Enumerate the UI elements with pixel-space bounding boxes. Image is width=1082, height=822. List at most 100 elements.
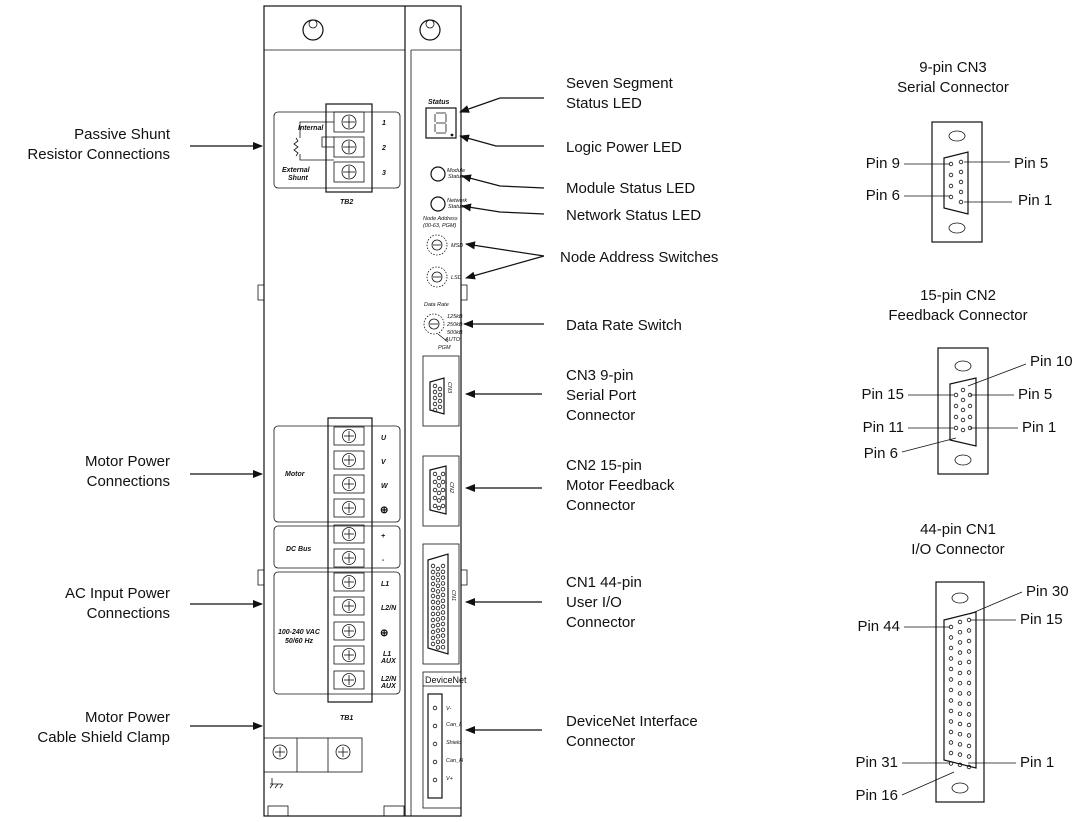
connector-pin xyxy=(957,752,963,757)
connector-pin xyxy=(957,650,963,655)
tb2-block: Internal External Shunt 1 2 3 TB2 xyxy=(273,103,401,206)
tb1-label: TB1 xyxy=(340,715,353,722)
svg-text:CN2: CN2 xyxy=(448,482,454,493)
connector-pin xyxy=(966,691,972,696)
connector-pin xyxy=(948,677,954,682)
svg-text:15-pin CN2: 15-pin CN2 xyxy=(920,287,996,304)
connector-pin xyxy=(440,616,446,621)
connector-pin xyxy=(436,475,442,481)
connector-pin xyxy=(432,759,438,765)
connector-pin xyxy=(440,503,446,509)
connector-pin xyxy=(430,611,436,617)
connector-pin xyxy=(440,633,446,638)
tb2-term-3: 3 xyxy=(382,170,386,177)
callout-cn2-1: CN2 15-pin xyxy=(566,457,642,474)
connector-pin xyxy=(958,199,964,205)
drive-chassis xyxy=(257,5,468,817)
connector-pin xyxy=(437,398,443,404)
term-l2aux-b: AUX xyxy=(380,683,397,690)
tb1-block: Motor DC Bus 100-240 VAC 50/60 Hz U V W … xyxy=(273,417,401,722)
mount-hole xyxy=(302,19,324,41)
cn1-connector-detail: 44-pin CN1 I/O Connector Pin 30 Pin 15 P… xyxy=(855,521,1068,804)
connector-pin xyxy=(435,622,441,628)
svg-text:Pin 6: Pin 6 xyxy=(866,187,900,204)
connector-pin xyxy=(435,611,441,616)
svg-text:Pin 1: Pin 1 xyxy=(1022,419,1056,436)
callout-ac-line2: Connections xyxy=(87,605,170,622)
term-ground2-icon: ⊕ xyxy=(380,628,388,639)
connector-pin xyxy=(430,617,436,623)
term-l1aux-a: L1 xyxy=(383,651,391,658)
dcbus-label: DC Bus xyxy=(286,546,311,553)
connector-pin xyxy=(435,572,441,577)
svg-text:Status: Status xyxy=(448,204,464,210)
connector-pin xyxy=(435,634,441,639)
connector-pin xyxy=(948,194,954,200)
callout-network-status: Network Status LED xyxy=(566,207,701,224)
connector-pin xyxy=(957,670,963,676)
msd-rotary-switch xyxy=(426,234,448,256)
connector-pin xyxy=(957,721,963,727)
connector-pin xyxy=(948,656,954,661)
svg-text:Pin 9: Pin 9 xyxy=(866,155,900,172)
svg-text:Pin 15: Pin 15 xyxy=(1020,611,1063,628)
connector-pin xyxy=(960,387,966,393)
callout-cn2-3: Connector xyxy=(566,497,635,514)
connector-pin xyxy=(432,395,438,401)
cn2-port xyxy=(422,455,460,527)
lsd-rotary-switch xyxy=(426,266,448,288)
connector-pin xyxy=(957,660,963,665)
connector-pin xyxy=(960,417,966,423)
callout-data-rate: Data Rate Switch xyxy=(566,317,682,334)
svg-text:9-pin CN3: 9-pin CN3 xyxy=(919,59,987,76)
connector-pin xyxy=(437,386,443,392)
connector-pin xyxy=(440,639,446,644)
svg-text:PGM: PGM xyxy=(438,345,451,351)
connector-pin xyxy=(432,777,438,783)
svg-text:AUTO: AUTO xyxy=(444,337,461,343)
seven-segment-display xyxy=(425,107,457,139)
svg-text:Serial Connector: Serial Connector xyxy=(897,79,1009,96)
svg-text:Can_H: Can_H xyxy=(446,758,463,764)
connector-pin xyxy=(440,587,446,592)
svg-text:Pin 10: Pin 10 xyxy=(1030,353,1073,370)
callout-cn3-2: Serial Port xyxy=(566,387,637,404)
connector-pin xyxy=(440,627,446,632)
svg-text:250kB: 250kB xyxy=(446,322,463,328)
external-label: External xyxy=(282,167,311,174)
svg-text:Pin 15: Pin 15 xyxy=(861,386,904,403)
connector-pin xyxy=(957,711,963,716)
connector-pin xyxy=(435,617,441,622)
connector-pin xyxy=(435,566,441,572)
connector-pin xyxy=(440,645,446,650)
left-callouts: Passive Shunt Resistor Connections Motor… xyxy=(27,126,263,746)
callout-devicenet-2: Connector xyxy=(566,733,635,750)
svg-text:500kB: 500kB xyxy=(447,330,463,336)
connector-pin xyxy=(966,743,972,749)
network-status-led xyxy=(430,196,446,212)
connector-pin xyxy=(958,189,964,195)
cn3-port xyxy=(422,355,460,427)
svg-text:Node Address: Node Address xyxy=(423,216,458,222)
connector-pin xyxy=(948,729,954,735)
connector-pin xyxy=(948,708,954,714)
term-plus: + xyxy=(381,533,385,540)
connector-pin xyxy=(430,581,436,587)
svg-text:Network: Network xyxy=(447,198,467,204)
connector-pin xyxy=(435,589,441,594)
connector-pin xyxy=(430,629,436,635)
connector-pin xyxy=(440,471,446,477)
svg-text:Pin 44: Pin 44 xyxy=(857,618,900,635)
terminal-screw xyxy=(333,572,365,592)
connector-pin xyxy=(440,592,446,598)
term-v: V xyxy=(381,459,387,466)
connector-pin xyxy=(948,635,954,640)
term-l1aux-b: AUX xyxy=(380,658,397,665)
connector-pin xyxy=(966,638,972,644)
connector-pin xyxy=(430,593,436,599)
connector-pin xyxy=(966,659,972,665)
connector-pin xyxy=(948,172,954,178)
connector-pin xyxy=(948,750,954,756)
svg-text:Pin 1: Pin 1 xyxy=(1018,192,1052,209)
svg-text:LSD: LSD xyxy=(451,275,462,281)
